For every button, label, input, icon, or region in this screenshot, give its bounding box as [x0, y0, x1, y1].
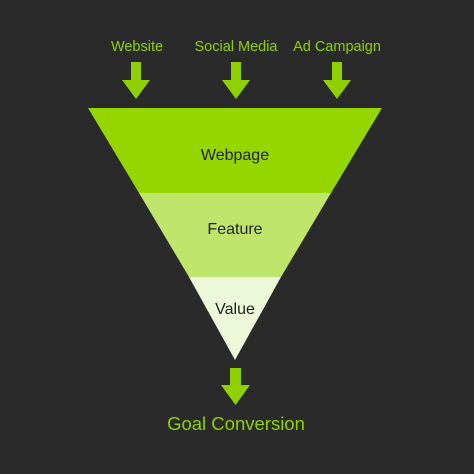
source-label-ad-campaign: Ad Campaign	[293, 39, 381, 55]
stage-label-webpage: Webpage	[201, 147, 269, 164]
funnel-stage-feature	[139, 193, 331, 277]
arrow-down-icon	[221, 368, 250, 405]
funnel-stage-webpage	[88, 108, 382, 193]
source-label-website: Website	[111, 39, 163, 55]
arrow-down-icon	[222, 62, 250, 99]
arrow-down-icon	[323, 62, 351, 99]
stage-label-feature: Feature	[207, 221, 262, 238]
arrow-down-icon	[122, 62, 150, 99]
source-label-social-media: Social Media	[194, 39, 278, 55]
stage-label-value: Value	[215, 301, 255, 318]
goal-label: Goal Conversion	[167, 413, 305, 434]
funnel-stage-value	[189, 277, 281, 360]
